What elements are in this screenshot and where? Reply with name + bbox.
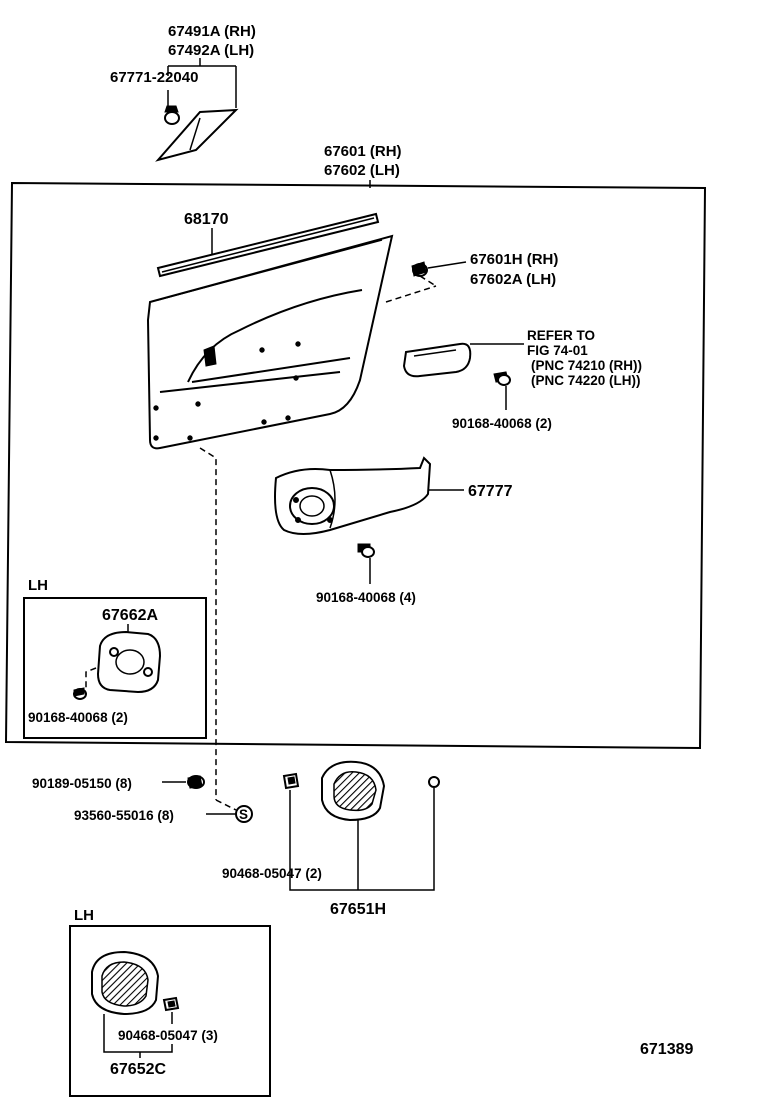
label-67601: 67601 (RH) [324, 143, 402, 160]
screw-90168-c-icon [73, 687, 87, 700]
corner-cover-group: 67491A (RH) 67492A (LH) 67771-22040 [110, 23, 256, 162]
label-67492a: 67492A (LH) [168, 42, 254, 59]
door-trim-board: 68170 [146, 211, 437, 811]
figure-number: 671389 [640, 1041, 693, 1058]
clip-93560-icon [235, 805, 253, 823]
lh-inset-frame-2 [69, 925, 271, 1097]
screw-90189-icon [187, 775, 205, 789]
label-67601h: 67601H (RH) [470, 251, 558, 268]
bezel-67651h-group: 90468-05047 (2) 67651H [222, 760, 440, 918]
label-refer-to: REFER TO [527, 328, 595, 343]
label-67777: 67777 [468, 483, 513, 500]
label-refer-fig: FIG 74-01 [527, 343, 588, 358]
label-67651h: 67651H [330, 901, 386, 918]
label-90168-a: 90168-40068 (2) [452, 416, 552, 431]
label-67771: 67771-22040 [110, 69, 198, 86]
fasteners-group: 90189-05150 (8) 93560-55016 (8) S [32, 775, 253, 823]
clip-90468-b-icon [428, 776, 440, 788]
door-trim-panel-icon [146, 234, 394, 450]
leader-67491 [167, 58, 237, 108]
clip-s-mark: S [239, 807, 248, 822]
leader-67652c [103, 1014, 173, 1058]
label-refer-pnc-lh: (PNC 74220 (LH)) [531, 373, 641, 388]
corner-cover-icon [155, 108, 239, 162]
lh-inset-frame [23, 597, 207, 739]
label-93560: 93560-55016 (8) [74, 808, 174, 823]
clip-90468-c-icon [162, 996, 180, 1012]
label-refer-pnc-rh: (PNC 74210 (RH)) [531, 358, 642, 373]
leader-67651h [289, 788, 435, 891]
label-lh-2: LH [74, 907, 94, 924]
label-90189: 90189-05150 (8) [32, 776, 132, 791]
trim-clip-group: 67601H (RH) 67602A (LH) [411, 251, 558, 288]
lh-inset-67662a: LH 67662A 90168-40068 (2) [23, 577, 207, 739]
label-67602: 67602 (LH) [324, 162, 400, 179]
label-67491a: 67491A (RH) [168, 23, 256, 40]
label-90468-b: 90468-05047 (3) [118, 1028, 218, 1043]
label-90168-b: 90168-40068 (4) [316, 590, 416, 605]
switch-base-67662a-icon [96, 630, 162, 694]
armrest-67777-group: 67777 90168-40068 (4) [274, 456, 513, 605]
screw-90168-b-icon [357, 543, 375, 558]
clip-67601h-icon [411, 261, 428, 277]
pull-handle-icon [402, 342, 472, 378]
pull-handle-group: REFER TO FIG 74-01 (PNC 74210 (RH)) (PNC… [402, 328, 642, 431]
clip-90468-a-icon [282, 772, 300, 790]
screw-90168-a-icon [493, 371, 511, 386]
label-90468-a: 90468-05047 (2) [222, 866, 322, 881]
label-67652c: 67652C [110, 1061, 166, 1078]
lh-inset-67652c: LH 90468-05047 (3) 67652C [69, 907, 271, 1097]
clip-67771-icon [164, 105, 180, 125]
door-trim-frame [4, 181, 707, 750]
label-67602a: 67602A (LH) [470, 271, 556, 288]
label-90168-c: 90168-40068 (2) [28, 710, 128, 725]
label-67662a: 67662A [102, 607, 158, 624]
label-68170: 68170 [184, 211, 229, 228]
label-lh-1: LH [28, 577, 48, 594]
